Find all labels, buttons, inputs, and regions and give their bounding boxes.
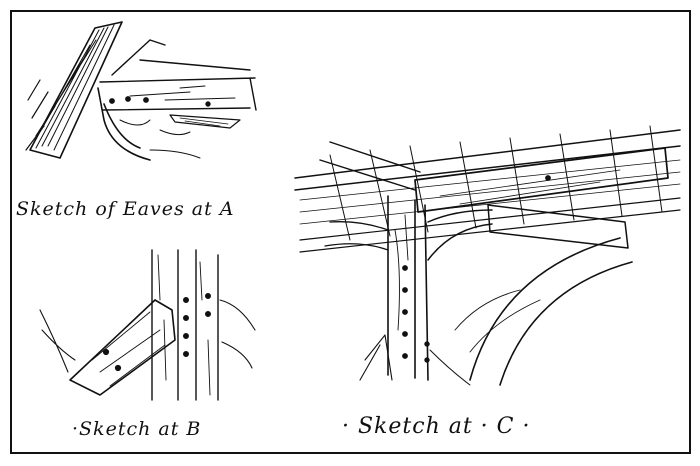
caption-sketch-c: · Sketch at · C · (342, 414, 531, 439)
sketch-c-roof-drawing (294, 125, 681, 386)
border-frame (10, 10, 691, 454)
caption-sketch-b: ·Sketch at B (72, 418, 202, 440)
caption-sketch-a: Sketch of Eaves at A (16, 198, 235, 220)
sketch-a-eaves-drawing (25, 21, 257, 161)
sketch-b-joint-drawing (39, 249, 256, 401)
